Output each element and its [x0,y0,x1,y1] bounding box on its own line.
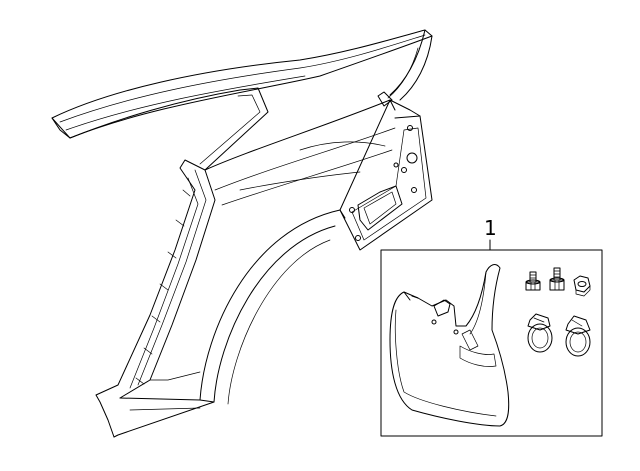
quarter-panel [51,29,433,438]
callout-label: 1 [484,216,497,240]
kit-box [380,249,603,437]
callout-1: 1 [484,216,497,251]
nut [573,275,591,297]
bolt-2 [549,267,565,291]
clip-2 [565,315,591,357]
bolt-1 [525,271,541,291]
mud-flap [389,264,510,427]
clip-1 [527,313,553,353]
